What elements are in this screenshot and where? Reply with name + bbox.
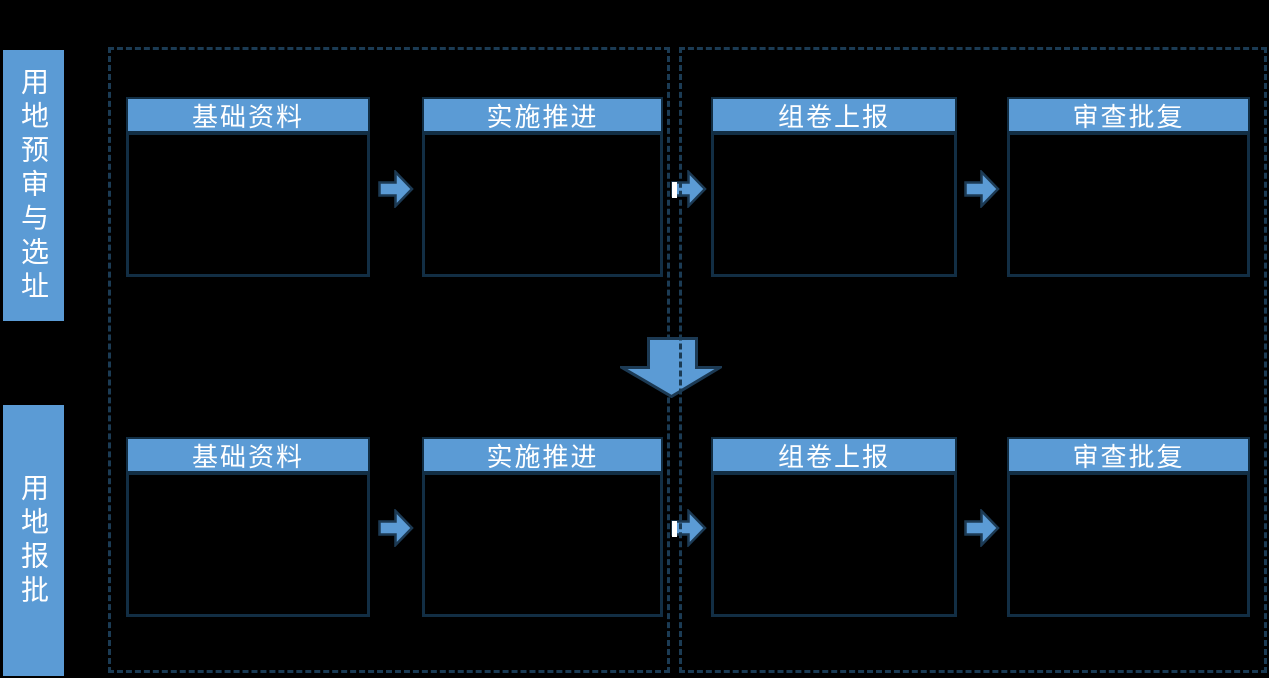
- box-preapproval-basic-materials: 基础资料: [126, 97, 370, 277]
- box-body: [422, 473, 663, 617]
- box-title: 审查批复: [1007, 97, 1250, 133]
- box-body: [1007, 133, 1250, 277]
- box-preapproval-dossier-submission: 组卷上报: [711, 97, 957, 277]
- box-title: 基础资料: [126, 437, 370, 473]
- box-title: 组卷上报: [711, 437, 957, 473]
- side-label-preapproval: 用地预审与选址: [3, 50, 64, 321]
- side-label-report-text: 用地报批: [18, 472, 49, 609]
- frame-dash-mark: [672, 182, 677, 198]
- box-title: 审查批复: [1007, 437, 1250, 473]
- side-label-preapproval-text: 用地预审与选址: [18, 66, 49, 305]
- box-report-basic-materials: 基础资料: [126, 437, 370, 617]
- flow-arrow-down-icon: [620, 337, 722, 398]
- box-body: [711, 473, 957, 617]
- frame-dash-mark: [672, 521, 677, 537]
- box-preapproval-implementation: 实施推进: [422, 97, 663, 277]
- flow-arrow-right-icon: [378, 509, 414, 547]
- box-preapproval-review-approval: 审查批复: [1007, 97, 1250, 277]
- flow-arrow-right-icon: [378, 170, 414, 208]
- box-report-review-approval: 审查批复: [1007, 437, 1250, 617]
- box-title: 组卷上报: [711, 97, 957, 133]
- box-body: [126, 133, 370, 277]
- box-report-dossier-submission: 组卷上报: [711, 437, 957, 617]
- box-title: 实施推进: [422, 97, 663, 133]
- box-body: [422, 133, 663, 277]
- box-body: [711, 133, 957, 277]
- flow-arrow-right-icon: [964, 509, 1000, 547]
- box-body: [126, 473, 370, 617]
- box-title: 实施推进: [422, 437, 663, 473]
- side-label-report: 用地报批: [3, 405, 64, 676]
- box-title: 基础资料: [126, 97, 370, 133]
- flow-arrow-right-icon: [964, 170, 1000, 208]
- dashed-frame-right: [679, 47, 1267, 673]
- box-body: [1007, 473, 1250, 617]
- box-report-implementation: 实施推进: [422, 437, 663, 617]
